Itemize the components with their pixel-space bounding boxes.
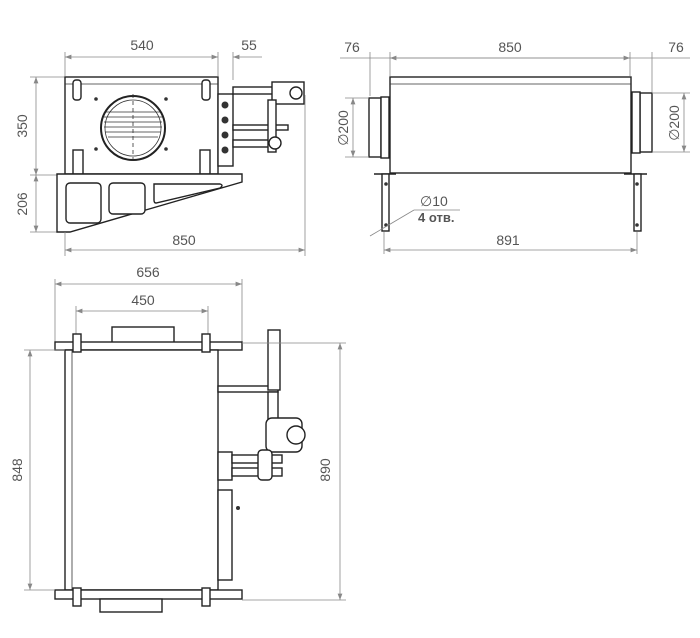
pipework (217, 329, 306, 581)
dim-left-diameter: ∅200 (335, 110, 351, 146)
dim-body-length: 848 (9, 458, 25, 482)
dim-bracket-height: 206 (14, 192, 30, 216)
dim-right-duct: 76 (668, 39, 684, 55)
dim-panel-width: 55 (241, 37, 257, 53)
hole-count: 4 отв. (418, 210, 454, 225)
front-view: 540 55 350 206 850 (14, 37, 306, 256)
hole-diameter: ∅10 (420, 193, 448, 209)
dim-right-diameter: ∅200 (666, 105, 682, 141)
dim-duct-width: 450 (131, 292, 155, 308)
dim-total-width: 850 (172, 232, 196, 248)
side-view: 76 850 76 ∅200 ∅200 ∅10 4 отв. 891 (335, 39, 690, 254)
dim-body-height: 350 (14, 114, 30, 138)
top-view: 656 450 848 890 (9, 264, 346, 613)
pipework (232, 81, 305, 153)
dim-total-length: 890 (317, 458, 333, 482)
dim-body-width: 540 (130, 37, 154, 53)
dim-left-duct: 76 (344, 39, 360, 55)
dim-body-length: 850 (498, 39, 522, 55)
dim-leg-spacing: 891 (496, 232, 520, 248)
dim-total-width: 656 (136, 264, 160, 280)
